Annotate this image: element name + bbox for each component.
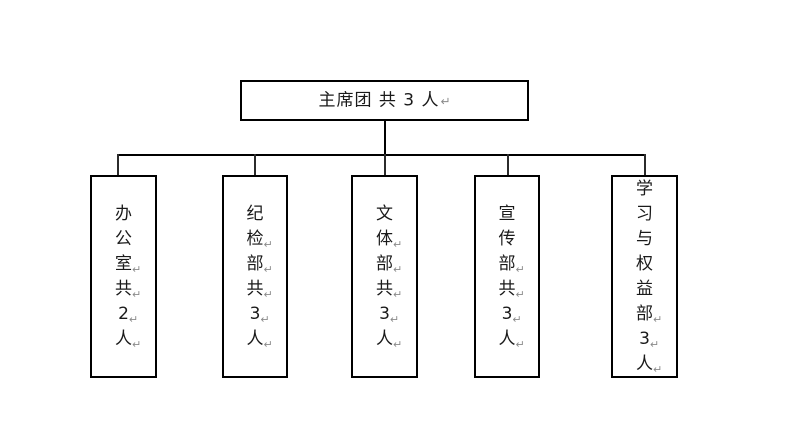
node-char: 检↵: [246, 228, 273, 251]
return-mark-icon: ↵: [515, 337, 525, 351]
return-mark-icon: ↵: [649, 337, 660, 351]
child-node-box-4[interactable]: 宣 传 部↵ 共↵ 3↵ 人↵: [474, 175, 540, 378]
root-node-text: 主席团 共 3 人: [318, 90, 440, 110]
child-node-label-3: 文 体↵ 部↵ 共↵ 3↵ 人↵: [353, 202, 416, 352]
return-mark-icon: ↵: [260, 312, 270, 326]
node-char: 室↵: [115, 253, 142, 276]
return-mark-icon: ↵: [440, 94, 451, 108]
return-mark-icon: ↵: [132, 287, 142, 301]
return-mark-icon: ↵: [653, 312, 663, 326]
child-node-label-1: 办 公 室↵ 共↵ 2↵ 人↵: [92, 202, 155, 352]
child-node-box-3[interactable]: 文 体↵ 部↵ 共↵ 3↵ 人↵: [351, 175, 418, 378]
node-char: 传: [498, 228, 516, 249]
return-mark-icon: ↵: [653, 362, 663, 376]
node-char: 文: [376, 203, 393, 224]
child-node-box-1[interactable]: 办 公 室↵ 共↵ 2↵ 人↵: [90, 175, 157, 378]
node-char: 共↵: [115, 278, 142, 301]
connector-drop-3: [384, 154, 386, 176]
connector-horizontal-bus: [117, 154, 646, 156]
node-char: 2↵: [118, 303, 139, 326]
node-char: 人↵: [498, 328, 525, 351]
return-mark-icon: ↵: [132, 337, 142, 351]
connector-drop-1: [117, 154, 119, 176]
node-char: 益: [636, 278, 653, 299]
node-char: 权: [636, 253, 653, 274]
child-node-box-2[interactable]: 纪 检↵ 部↵ 共↵ 3↵ 人↵: [222, 175, 288, 378]
return-mark-icon: ↵: [393, 287, 403, 301]
return-mark-icon: ↵: [389, 312, 400, 326]
node-char: 办: [115, 203, 132, 224]
node-char: 与: [636, 228, 653, 249]
return-mark-icon: ↵: [263, 237, 273, 251]
node-char: 习: [636, 203, 653, 224]
root-node-label: 主席团 共 3 人↵: [242, 92, 527, 109]
return-mark-icon: ↵: [512, 312, 522, 326]
node-char: 体↵: [376, 228, 403, 251]
node-char: 人↵: [636, 353, 663, 376]
node-char: 人↵: [246, 328, 273, 351]
child-node-label-4: 宣 传 部↵ 共↵ 3↵ 人↵: [476, 202, 538, 352]
return-mark-icon: ↵: [263, 337, 273, 351]
node-char: 3↵: [501, 303, 522, 326]
connector-root-stem: [384, 121, 386, 155]
connector-drop-4: [507, 154, 509, 176]
node-char: 共↵: [246, 278, 273, 301]
node-char: 宣: [498, 203, 516, 224]
return-mark-icon: ↵: [515, 287, 525, 301]
return-mark-icon: ↵: [515, 262, 525, 276]
return-mark-icon: ↵: [132, 262, 142, 276]
node-char: 共↵: [498, 278, 525, 301]
node-char: 纪: [246, 203, 264, 224]
node-char: 人↵: [115, 328, 142, 351]
return-mark-icon: ↵: [393, 337, 403, 351]
connector-drop-5: [644, 154, 646, 176]
return-mark-icon: ↵: [128, 312, 139, 326]
node-char: 人↵: [376, 328, 403, 351]
child-node-label-2: 纪 检↵ 部↵ 共↵ 3↵ 人↵: [224, 202, 286, 352]
node-char: 3↵: [379, 303, 400, 326]
node-char: 部↵: [498, 253, 525, 276]
child-node-box-5[interactable]: 学 习 与 权 益 部↵ 3↵ 人↵: [611, 175, 678, 378]
node-char: 公: [115, 228, 132, 249]
node-char: 3↵: [249, 303, 270, 326]
return-mark-icon: ↵: [393, 237, 403, 251]
node-char: 部↵: [376, 253, 403, 276]
connector-drop-2: [254, 154, 256, 176]
return-mark-icon: ↵: [263, 287, 273, 301]
node-char: 学: [636, 178, 653, 199]
node-char: 3↵: [639, 328, 660, 351]
return-mark-icon: ↵: [263, 262, 273, 276]
root-node-box[interactable]: 主席团 共 3 人↵: [240, 80, 529, 121]
node-char: 部↵: [636, 303, 663, 326]
node-char: 共↵: [376, 278, 403, 301]
node-char: 部↵: [246, 253, 273, 276]
child-node-label-5: 学 习 与 权 益 部↵ 3↵ 人↵: [613, 177, 676, 377]
return-mark-icon: ↵: [393, 262, 403, 276]
